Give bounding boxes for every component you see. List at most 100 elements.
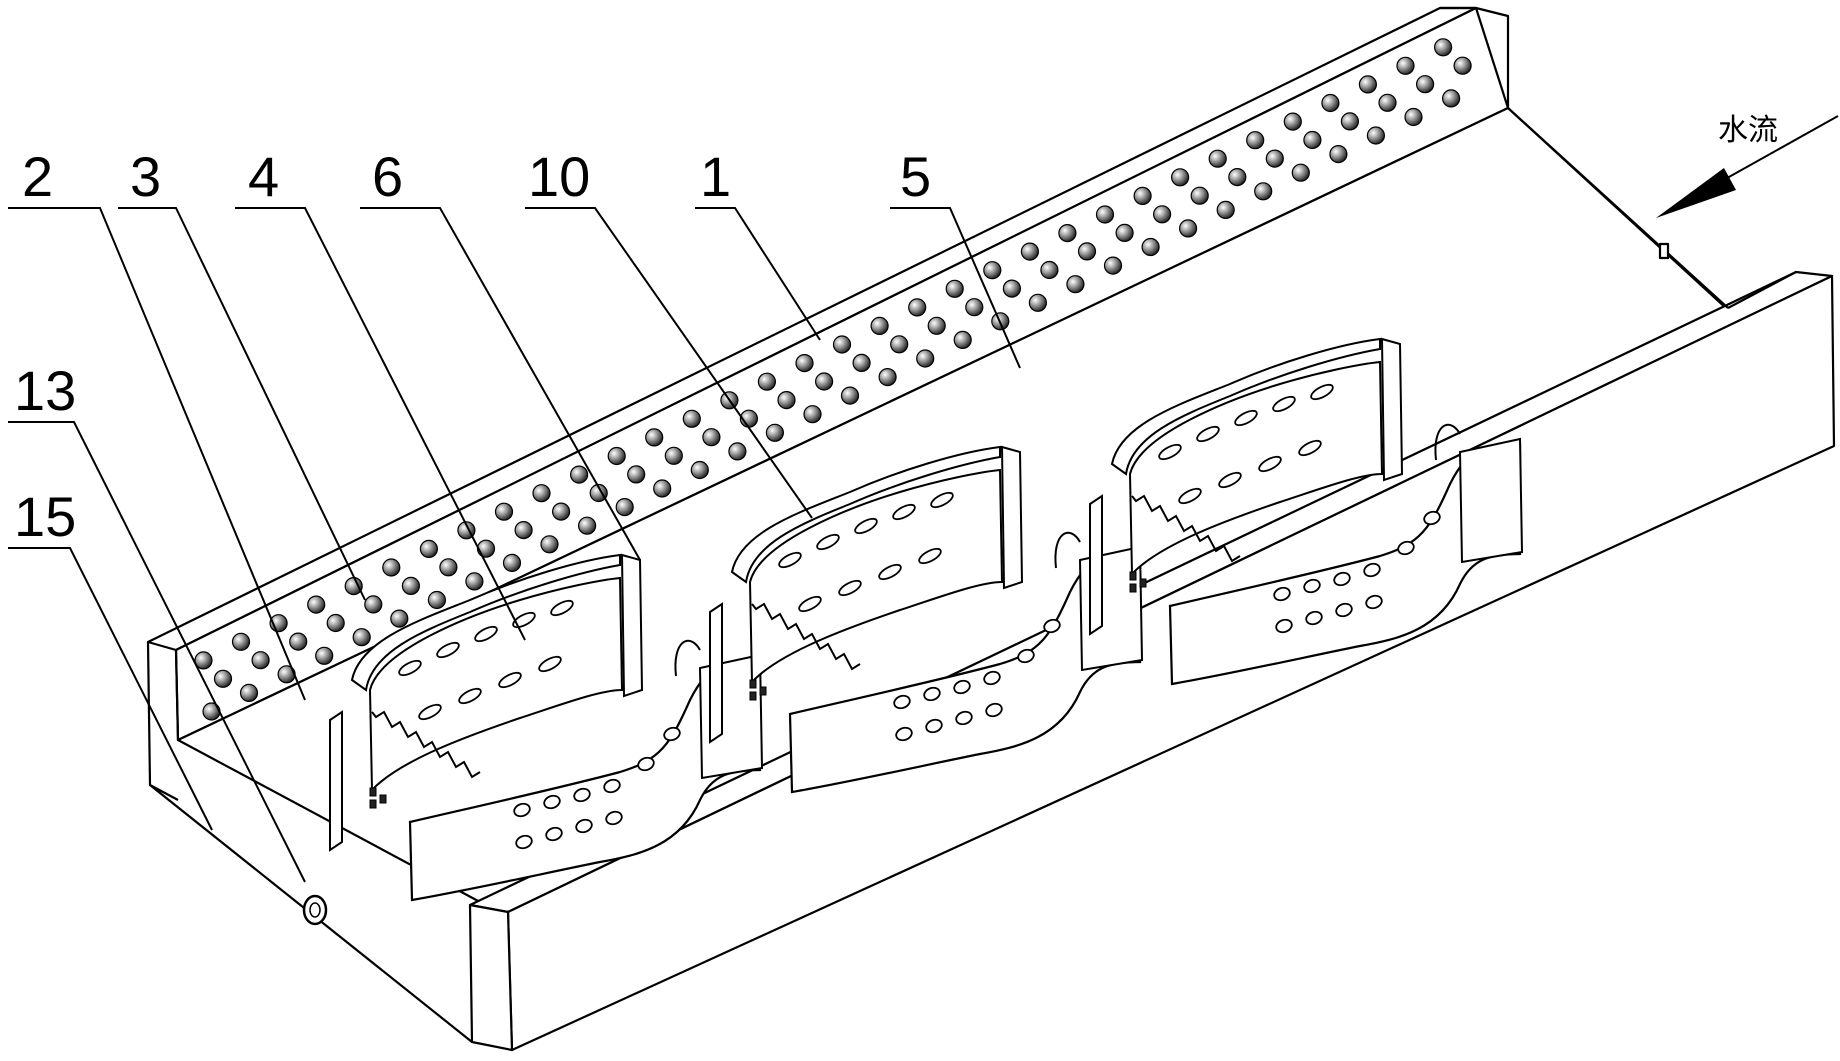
label-13: 13 bbox=[14, 359, 76, 422]
rivet bbox=[1130, 572, 1136, 580]
wall-stud bbox=[909, 299, 926, 316]
wall-stud bbox=[804, 406, 821, 423]
label-5: 5 bbox=[900, 145, 931, 208]
rivet bbox=[1140, 579, 1146, 587]
water-flow-label: 水流 bbox=[1718, 113, 1778, 148]
wall-stud bbox=[1367, 127, 1384, 144]
wall-stud bbox=[1379, 94, 1396, 111]
wall-stud bbox=[233, 633, 250, 650]
wall-stud bbox=[1067, 276, 1084, 293]
wall-stud bbox=[327, 615, 344, 632]
wall-stud bbox=[871, 317, 888, 334]
wall-stud bbox=[1097, 206, 1114, 223]
wall-stud bbox=[290, 633, 307, 650]
wall-stud bbox=[1059, 225, 1076, 242]
rivet bbox=[370, 800, 376, 808]
wall-stud bbox=[466, 573, 483, 590]
wall-stud bbox=[891, 336, 908, 353]
wall-stud bbox=[1021, 243, 1038, 260]
wall-stud bbox=[353, 629, 370, 646]
right-fin bbox=[1002, 447, 1022, 588]
wall-stud bbox=[553, 503, 570, 520]
wall-stud bbox=[1284, 113, 1301, 130]
wall-stud bbox=[504, 554, 521, 571]
wall-stud bbox=[703, 429, 720, 446]
wall-stud bbox=[1405, 109, 1422, 126]
wall-stud bbox=[1304, 132, 1321, 149]
label-6: 6 bbox=[372, 145, 403, 208]
wall-stud bbox=[1359, 76, 1376, 93]
wall-stud bbox=[1154, 206, 1171, 223]
wall-stud bbox=[758, 373, 775, 390]
wall-stud bbox=[853, 354, 870, 371]
wall-stud bbox=[928, 317, 945, 334]
flow-arrow-icon bbox=[1656, 168, 1736, 218]
wall-stud bbox=[1341, 113, 1358, 130]
rivet bbox=[750, 680, 756, 688]
rivet bbox=[380, 795, 386, 803]
wall-stud bbox=[917, 350, 934, 367]
wall-stud bbox=[729, 443, 746, 460]
wall-stud bbox=[1435, 39, 1452, 56]
wall-stud bbox=[391, 610, 408, 627]
wall-stud bbox=[345, 578, 362, 595]
label-15: 15 bbox=[14, 485, 76, 548]
wall-stud bbox=[1142, 239, 1159, 256]
wall-stud bbox=[579, 517, 596, 534]
wall-stud bbox=[571, 466, 588, 483]
wall-stud bbox=[796, 355, 813, 372]
wall-stud bbox=[383, 559, 400, 576]
divider-plate bbox=[1460, 439, 1522, 562]
wall-stud bbox=[428, 592, 445, 609]
wall-stud bbox=[654, 480, 671, 497]
right-fin bbox=[622, 555, 642, 696]
wall-stud bbox=[1029, 294, 1046, 311]
wall-stud bbox=[515, 522, 532, 539]
wall-stud bbox=[1322, 95, 1339, 112]
wall-stud bbox=[665, 447, 682, 464]
wall-stud bbox=[1209, 150, 1226, 167]
wall-stud bbox=[316, 647, 333, 664]
wall-stud bbox=[533, 485, 550, 502]
wall-stud bbox=[1180, 220, 1197, 237]
wall-stud bbox=[1191, 187, 1208, 204]
wall-stud bbox=[1255, 183, 1272, 200]
label-10: 10 bbox=[528, 145, 590, 208]
wall-stud bbox=[1217, 201, 1234, 218]
wall-stud bbox=[1266, 150, 1283, 167]
wall-stud bbox=[252, 652, 269, 669]
label-1: 1 bbox=[700, 145, 731, 208]
wall-stud bbox=[1247, 132, 1264, 149]
wall-stud bbox=[402, 577, 419, 594]
wall-stud bbox=[683, 410, 700, 427]
wall-stud bbox=[215, 670, 232, 687]
left-post bbox=[1090, 496, 1102, 634]
wall-stud bbox=[628, 466, 645, 483]
rivet bbox=[760, 687, 766, 695]
wall-stud bbox=[646, 429, 663, 446]
wall-stud bbox=[984, 262, 1001, 279]
wall-stud bbox=[496, 503, 513, 520]
rivet bbox=[1130, 584, 1136, 592]
wall-stud bbox=[1229, 169, 1246, 186]
wall-stud bbox=[440, 559, 457, 576]
wall-stud bbox=[842, 387, 859, 404]
wall-stud bbox=[365, 596, 382, 613]
wall-stud bbox=[1330, 146, 1347, 163]
wall-stud bbox=[778, 392, 795, 409]
front-wall-end bbox=[470, 905, 512, 1050]
rivet bbox=[750, 692, 756, 700]
wall-stud bbox=[1105, 257, 1122, 274]
wall-stud bbox=[1041, 262, 1058, 279]
rivet bbox=[370, 788, 376, 796]
wall-stud bbox=[1454, 57, 1471, 74]
wall-stud bbox=[1417, 76, 1434, 93]
wall-stud bbox=[608, 448, 625, 465]
wall-stud bbox=[541, 536, 558, 553]
label-3: 3 bbox=[130, 145, 161, 208]
wall-stud bbox=[1172, 169, 1189, 186]
wall-stud bbox=[308, 596, 325, 613]
wall-stud bbox=[954, 331, 971, 348]
wall-stud bbox=[420, 540, 437, 557]
